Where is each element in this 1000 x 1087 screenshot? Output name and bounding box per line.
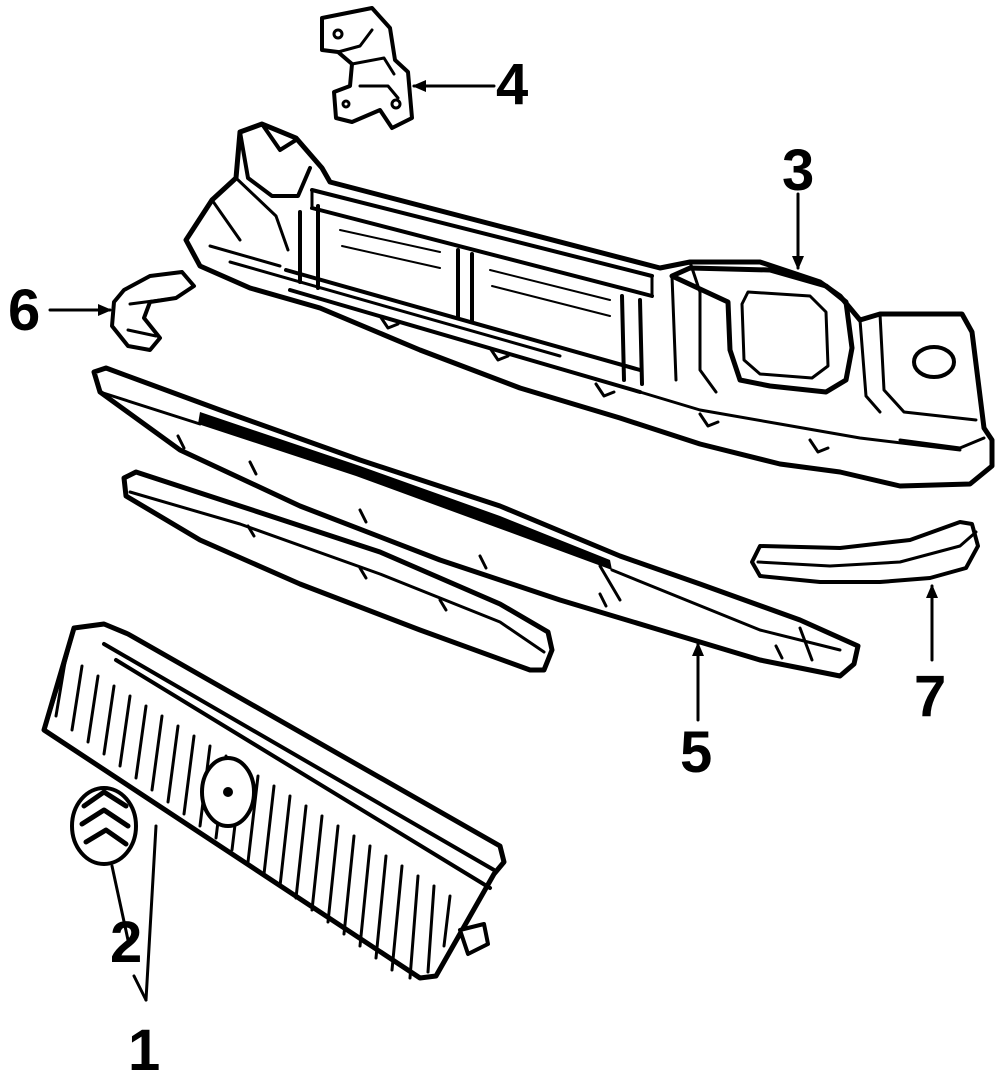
callout-5: 5 — [680, 720, 712, 785]
leader-lines — [48, 80, 938, 1002]
emblem-part-2[interactable] — [70, 786, 138, 866]
molding-part-5[interactable] — [91, 365, 861, 679]
grille-part-1[interactable] — [41, 621, 507, 981]
filler-part-6[interactable] — [110, 270, 196, 352]
callout-2: 2 — [110, 910, 142, 975]
callout-3: 3 — [782, 138, 814, 203]
callout-7: 7 — [914, 664, 946, 729]
callout-1: 1 — [128, 1018, 160, 1083]
radiator-support-part-3[interactable] — [183, 121, 995, 489]
callout-4: 4 — [496, 52, 528, 117]
callout-6: 6 — [8, 278, 40, 343]
lower-molding-strip[interactable] — [121, 469, 555, 673]
filler-part-7[interactable] — [750, 520, 980, 584]
bracket-part-4[interactable] — [320, 6, 414, 130]
callout-labels: 4 3 6 7 5 2 1 — [8, 52, 946, 1083]
